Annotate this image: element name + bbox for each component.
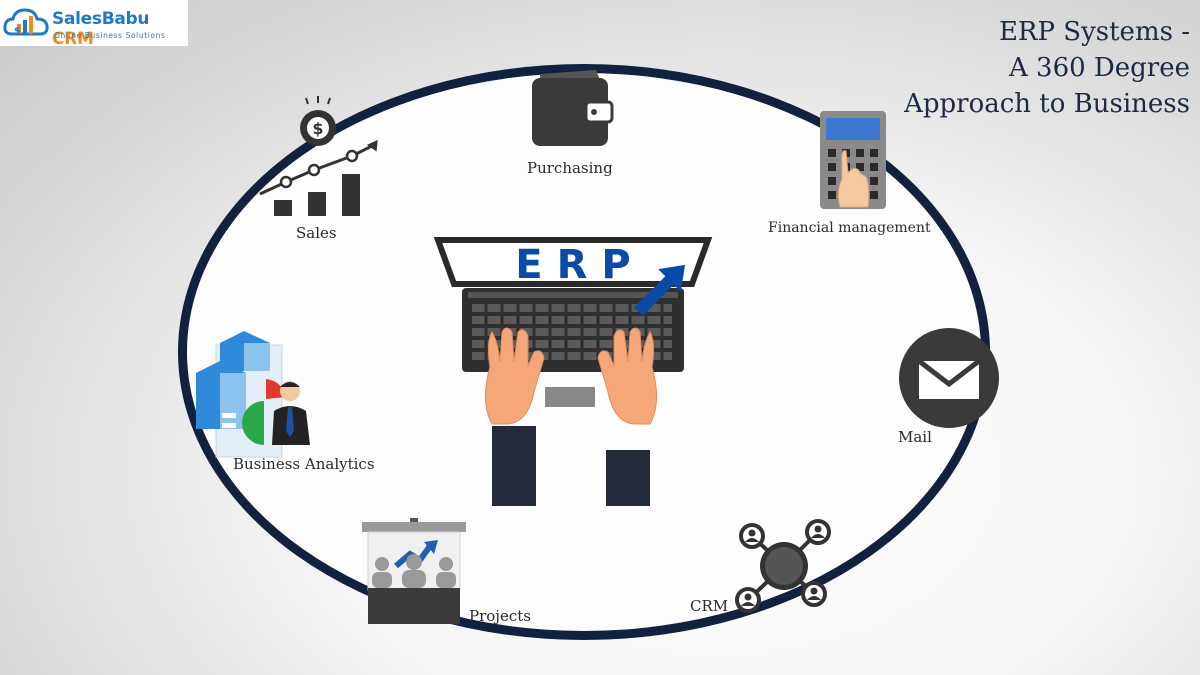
projects-label: Projects [469,607,531,625]
sales-chart-icon: $ [256,96,380,220]
crm-label: CRM [690,597,728,615]
calculator-icon [820,111,886,209]
erp-screen-text: ERP [515,242,644,288]
purchasing-label: Purchasing [527,159,613,177]
mail-icon [899,328,999,428]
svg-text:$: $ [14,26,21,37]
erp-laptop-icon: ERP [430,232,730,512]
mail-label: Mail [898,428,932,446]
analytics-label: Business Analytics [233,455,375,473]
presentation-icon [362,518,466,624]
svg-text:$: $ [312,119,323,138]
cloud-logo-icon: $ [2,4,50,42]
logo-tagline: Online Business Solutions [54,31,166,40]
sales-label: Sales [296,224,337,242]
logo-brand: SalesBabu CRM [52,9,188,49]
business-analytics-icon [194,327,312,461]
crm-network-icon [736,518,832,614]
title-line-2: A 360 Degree [904,50,1190,86]
company-logo[interactable]: $ SalesBabu CRM Online Business Solution… [0,0,188,46]
title-line-3: Approach to Business [904,86,1190,122]
title-line-1: ERP Systems - [904,14,1190,50]
page-title: ERP Systems - A 360 Degree Approach to B… [904,14,1190,122]
financial-label: Financial management [768,220,931,236]
wallet-icon [530,66,614,150]
